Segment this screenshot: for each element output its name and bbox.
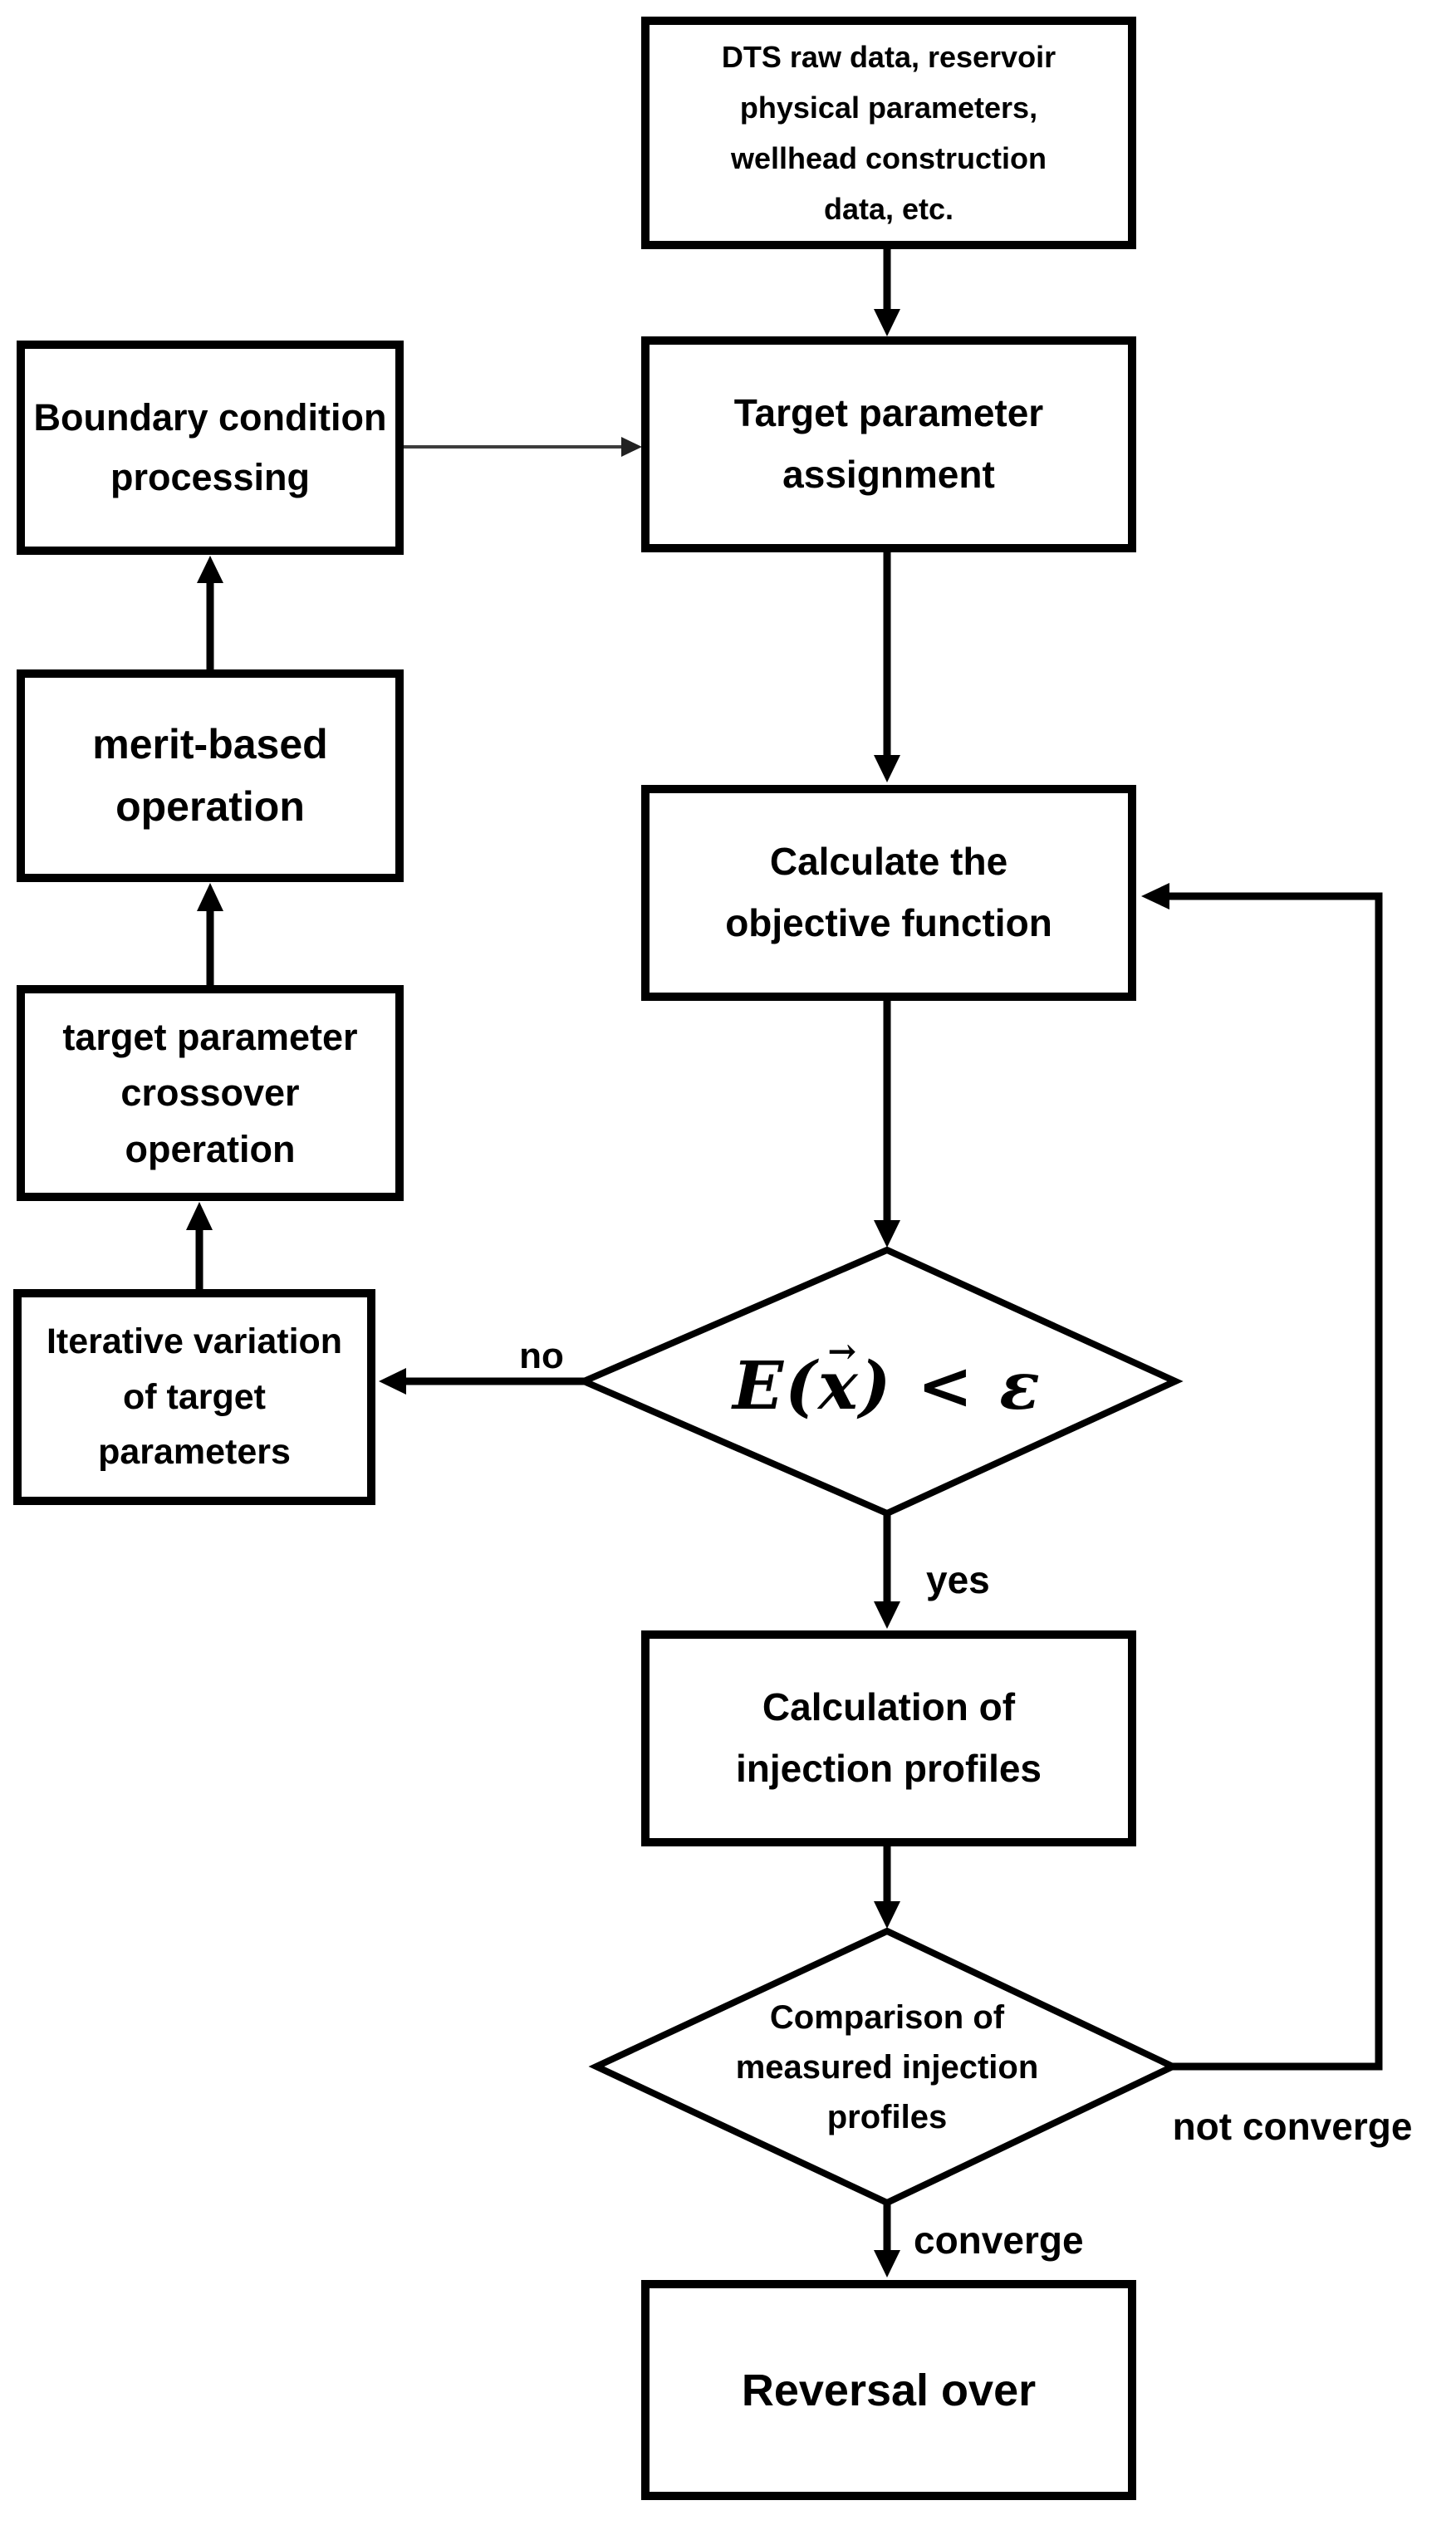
node-reversal-over: Reversal over <box>641 2280 1136 2500</box>
arrowhead-left-calcobj <box>1141 883 1169 909</box>
arrowhead-down-eps <box>874 1220 900 1248</box>
node-calculate-objective-function-label: Calculate the objective function <box>725 840 1052 944</box>
arrowhead-up-crossover <box>186 1202 213 1230</box>
node-merit-based-operation-label: merit-based operation <box>92 721 328 830</box>
arrowhead-left-iterative <box>379 1368 406 1395</box>
decision-eps-formula: E(x→) < ε <box>733 1331 1042 1424</box>
node-input-data: DTS raw data, reservoir physical paramet… <box>641 17 1136 249</box>
node-boundary-condition-processing: Boundary condition processing <box>17 341 404 555</box>
arrowhead-down-calcobj <box>874 755 900 782</box>
node-input-data-label: DTS raw data, reservoir physical paramet… <box>721 39 1056 227</box>
edge-label-converge: converge <box>914 2219 1084 2262</box>
edge-cmp-feedback-to-calcobj <box>1168 892 1383 2071</box>
vector-arrow-icon: → <box>827 1330 857 1371</box>
node-target-parameter-assignment-label: Target parameter assignment <box>733 391 1044 496</box>
node-calculation-injection-profiles-label: Calculation of injection profiles <box>735 1685 1042 1790</box>
arrowhead-down-cmp <box>874 1901 900 1929</box>
vector-x: x→ <box>817 1331 860 1424</box>
decision-comparison-label: Comparison of measured injection profile… <box>735 1999 1039 2135</box>
arrowhead-up-boundary <box>197 556 223 583</box>
node-iterative-variation: Iterative variation of target parameters <box>13 1289 375 1505</box>
decision-eps-shape <box>575 1246 1184 1517</box>
node-boundary-condition-processing-label: Boundary condition processing <box>33 396 387 498</box>
arrowhead-right-target <box>621 437 642 457</box>
arrowhead-down-target <box>874 309 900 336</box>
edge-label-no: no <box>519 1336 564 1376</box>
node-target-parameter-assignment: Target parameter assignment <box>641 336 1136 552</box>
arrowhead-down-calcinj <box>874 1601 900 1629</box>
node-calculation-injection-profiles: Calculation of injection profiles <box>641 1630 1136 1846</box>
edge-label-not-converge: not converge <box>1172 2105 1413 2148</box>
decision-cmp-shape <box>588 1927 1181 2207</box>
formula-x: x <box>817 1346 860 1424</box>
node-calculate-objective-function: Calculate the objective function <box>641 785 1136 1001</box>
node-merit-based-operation: merit-based operation <box>17 669 404 882</box>
formula-lead: E( <box>733 1346 818 1424</box>
arrowhead-up-merit <box>197 883 223 911</box>
node-target-parameter-crossover-label: target parameter crossover operation <box>62 1015 358 1170</box>
node-iterative-variation-label: Iterative variation of target parameters <box>46 1321 343 1473</box>
edge-label-yes: yes <box>926 1558 990 1601</box>
formula-tail: ) < ε <box>859 1346 1042 1424</box>
arrowhead-down-reversal <box>874 2250 900 2277</box>
node-target-parameter-crossover: target parameter crossover operation <box>17 985 404 1201</box>
node-reversal-over-label: Reversal over <box>741 2365 1037 2415</box>
